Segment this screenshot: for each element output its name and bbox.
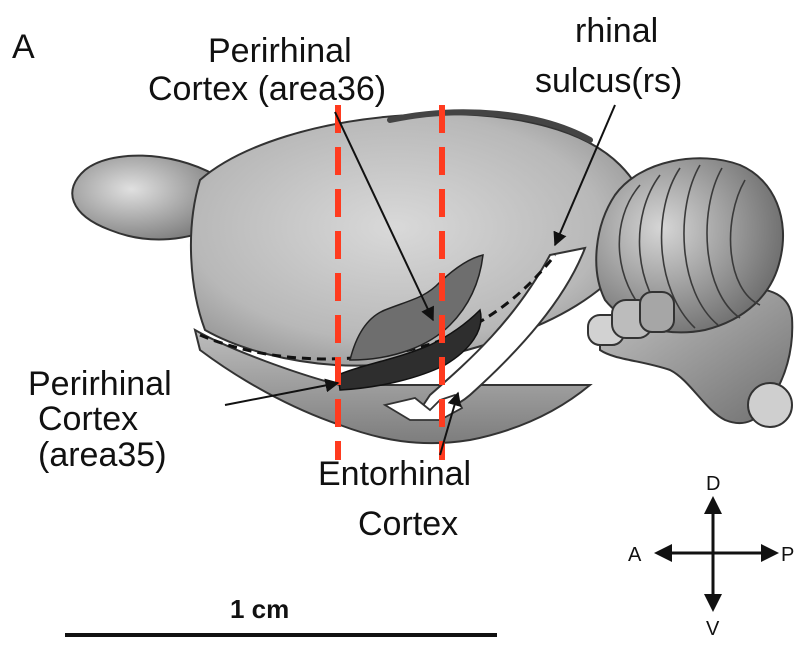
label-area35: Perirhinal Cortex (area35) xyxy=(28,365,172,474)
scale-bar-label: 1 cm xyxy=(230,594,289,624)
label-ento-line2: Cortex xyxy=(358,505,458,543)
brainstem-tip xyxy=(748,383,792,427)
label-area35-line2: Cortex xyxy=(38,400,138,438)
label-area36-line2: Cortex (area36) xyxy=(148,70,386,108)
four-way-arrow-icon xyxy=(654,496,779,612)
label-area35-line1: Perirhinal xyxy=(28,365,172,403)
compass-label-dorsal: D xyxy=(706,473,720,495)
compass-label-ventral: V xyxy=(706,618,720,640)
label-rhinal-sulcus: rhinal sulcus(rs) xyxy=(535,12,682,100)
compass-label-posterior: P xyxy=(781,544,794,566)
label-area35-line3: (area35) xyxy=(38,436,167,474)
panel-label: A xyxy=(12,28,35,66)
label-rhinal-line1: rhinal xyxy=(575,12,658,50)
label-ento-line1: Entorhinal xyxy=(318,455,471,493)
label-area36-line1: Perirhinal xyxy=(208,32,352,70)
label-area36: Perirhinal Cortex (area36) xyxy=(148,32,386,108)
compass-label-anterior: A xyxy=(628,544,642,566)
label-entorhinal: Entorhinal Cortex xyxy=(318,455,471,543)
label-rhinal-line2: sulcus(rs) xyxy=(535,62,682,100)
